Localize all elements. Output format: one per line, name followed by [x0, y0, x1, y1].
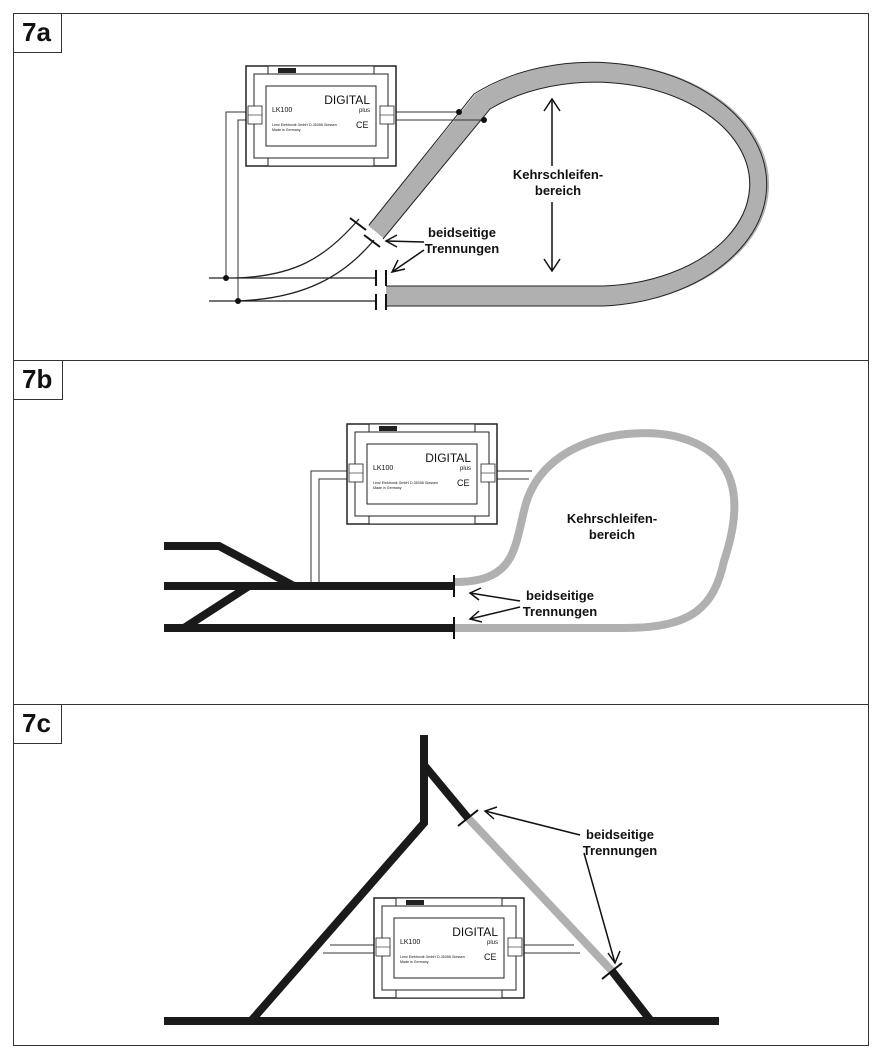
region-arrow	[543, 97, 561, 112]
gap-label-line2: Trennungen	[523, 604, 597, 619]
wire-junction	[456, 109, 462, 115]
lk100-module: DIGITAL plus LK100 Lenz Elektronik GmbH …	[346, 423, 498, 525]
gap-label-line2: Trennungen	[425, 241, 499, 256]
gap-arrow	[468, 587, 482, 601]
diagram-7c: DIGITAL plus LK100 Lenz Elektronik GmbH …	[164, 735, 719, 1025]
diagram-7b: DIGITAL plus LK100 Lenz Elektronik GmbH …	[164, 423, 739, 639]
module-brand-sub: plus	[460, 466, 471, 472]
module-brand-sub: plus	[359, 108, 370, 114]
panel-7c: 7c DIGITAL plus LK100	[13, 704, 869, 1046]
panel-7a: 7a	[13, 13, 869, 361]
region-label-line1: Kehrschleifen-	[567, 511, 657, 526]
gap-label-line1: beidseitige	[428, 225, 496, 240]
gap-label-line1: beidseitige	[526, 588, 594, 603]
panel-label: 7c	[14, 705, 62, 744]
region-label-line2: bereich	[535, 183, 581, 198]
lk100-module: DIGITAL plus LK100 Lenz Elektronik GmbH …	[373, 897, 525, 999]
main-track	[608, 968, 655, 1024]
module-maker-line2: Made in Germany	[272, 128, 301, 132]
module-maker-line2: Made in Germany	[400, 960, 429, 964]
module-brand: DIGITAL	[452, 925, 498, 939]
insulating-gap	[349, 217, 367, 231]
panel-label: 7a	[14, 14, 62, 53]
isolated-section	[465, 815, 615, 974]
diagram-7a: DIGITAL plus LK100 Lenz Elektronik GmbH …	[209, 61, 770, 310]
gap-arrow	[483, 806, 498, 820]
gap-arrow	[583, 852, 616, 964]
module-brand-sub: plus	[487, 940, 498, 946]
lk100-module: DIGITAL plus LK100 Lenz Elektronik GmbH …	[245, 65, 397, 167]
gap-arrow	[469, 606, 521, 620]
panel-7b: 7b DIGITAL plus LK100	[13, 360, 869, 705]
insulating-gap	[457, 809, 479, 827]
gap-label-line2: Trennungen	[583, 843, 657, 858]
main-track	[181, 582, 252, 632]
ce-mark: CE	[356, 120, 369, 130]
reversing-loop-track	[368, 62, 770, 306]
module-maker-line1: Lenz Elektronik GmbH D-35398 Giessen	[272, 123, 337, 127]
ce-mark: CE	[484, 952, 497, 962]
gap-arrow	[384, 234, 398, 248]
region-arrow	[543, 258, 561, 273]
module-maker-line1: Lenz Elektronik GmbH D-35398 Giessen	[400, 955, 465, 959]
module-maker-line2: Made in Germany	[373, 486, 402, 490]
module-maker-line1: Lenz Elektronik GmbH D-35398 Giessen	[373, 481, 438, 485]
gap-arrow	[385, 240, 425, 243]
panel-label: 7b	[14, 361, 64, 400]
main-track	[420, 762, 472, 821]
gap-arrow	[390, 259, 406, 274]
module-model: LK100	[272, 107, 292, 114]
module-brand: DIGITAL	[425, 451, 471, 465]
wire	[310, 470, 348, 582]
main-track	[164, 542, 296, 590]
module-model: LK100	[373, 465, 393, 472]
gap-arrow	[469, 592, 521, 602]
insulating-gap	[363, 234, 381, 248]
reversing-loop-track	[453, 429, 739, 632]
module-brand: DIGITAL	[324, 93, 370, 107]
wire-junction	[235, 298, 241, 304]
wire	[318, 478, 348, 582]
module-model: LK100	[400, 939, 420, 946]
gap-arrow	[391, 249, 425, 273]
insulating-gap	[601, 962, 623, 980]
ce-mark: CE	[457, 478, 470, 488]
region-label-line2: bereich	[589, 527, 635, 542]
turnout-rail	[235, 218, 360, 279]
wire	[225, 111, 249, 278]
wire-junction	[223, 275, 229, 281]
region-label-line1: Kehrschleifen-	[513, 167, 603, 182]
gap-arrow	[484, 810, 581, 836]
reversing-loop-outline-outer	[368, 61, 768, 307]
gap-arrow	[468, 610, 483, 623]
gap-arrow	[607, 950, 621, 965]
wire-junction	[481, 117, 487, 123]
turnout-rail	[235, 239, 375, 302]
main-track	[247, 735, 428, 1024]
gap-label-line1: beidseitige	[586, 827, 654, 842]
reversing-loop-outline-inner	[382, 81, 751, 287]
